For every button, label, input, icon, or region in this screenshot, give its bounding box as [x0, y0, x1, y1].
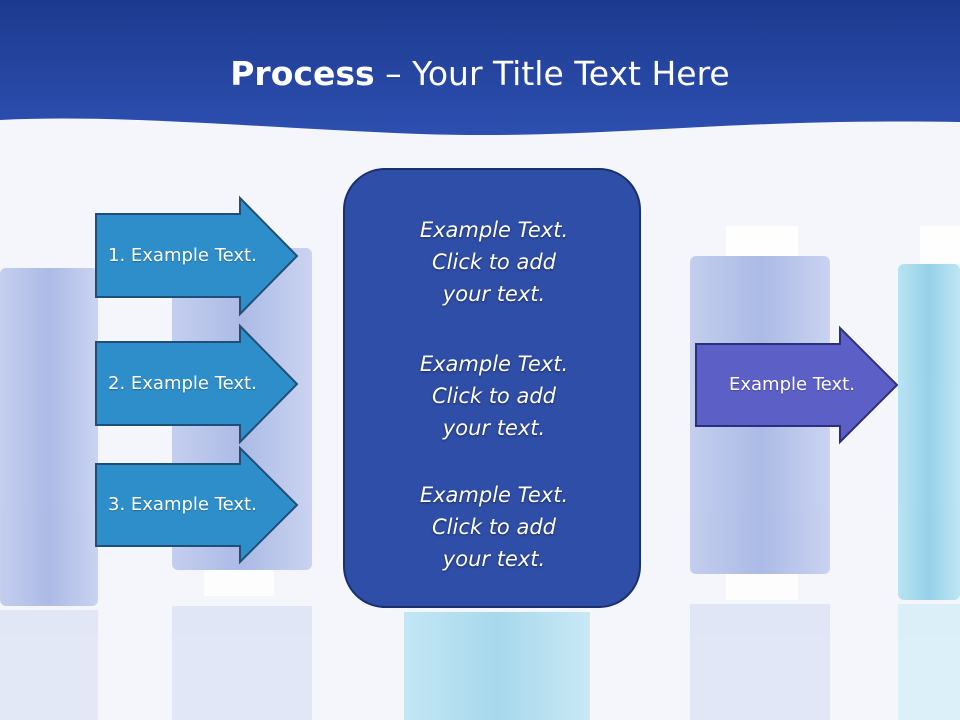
center-block-1-line-1: Example Text. — [419, 218, 569, 242]
center-block-2: Example Text. Click to add your text. — [345, 348, 643, 444]
spool-center-reflection — [404, 612, 590, 720]
center-text-box[interactable]: Example Text. Click to add your text. Ex… — [343, 168, 641, 608]
title-bold: Process — [230, 54, 375, 93]
header-wave — [0, 0, 960, 136]
left-arrow-1-label[interactable]: 1. Example Text. — [108, 245, 257, 266]
center-block-3-line-1: Example Text. — [419, 483, 569, 507]
title-rest: – Your Title Text Here — [374, 54, 730, 93]
spool-left — [0, 268, 98, 720]
left-arrow-1 — [95, 195, 299, 317]
center-block-3: Example Text. Click to add your text. — [345, 479, 643, 575]
left-arrow-2 — [95, 323, 299, 445]
spool-right — [898, 226, 960, 720]
right-arrow — [695, 325, 899, 445]
center-block-3-line-2: Click to add — [431, 515, 556, 539]
center-block-2-line-3: your text. — [442, 416, 546, 440]
center-block-1: Example Text. Click to add your text. — [345, 214, 643, 310]
center-block-2-line-1: Example Text. — [419, 352, 569, 376]
center-block-1-line-2: Click to add — [431, 250, 556, 274]
left-arrow-3-label[interactable]: 3. Example Text. — [108, 494, 257, 515]
center-block-2-line-2: Click to add — [431, 384, 556, 408]
left-arrow-2-label[interactable]: 2. Example Text. — [108, 373, 257, 394]
left-arrow-3 — [95, 445, 299, 565]
center-block-3-line-3: your text. — [442, 547, 546, 571]
center-block-1-line-3: your text. — [442, 282, 546, 306]
slide-title[interactable]: Process – Your Title Text Here — [0, 52, 960, 96]
right-arrow-label[interactable]: Example Text. — [729, 374, 855, 395]
